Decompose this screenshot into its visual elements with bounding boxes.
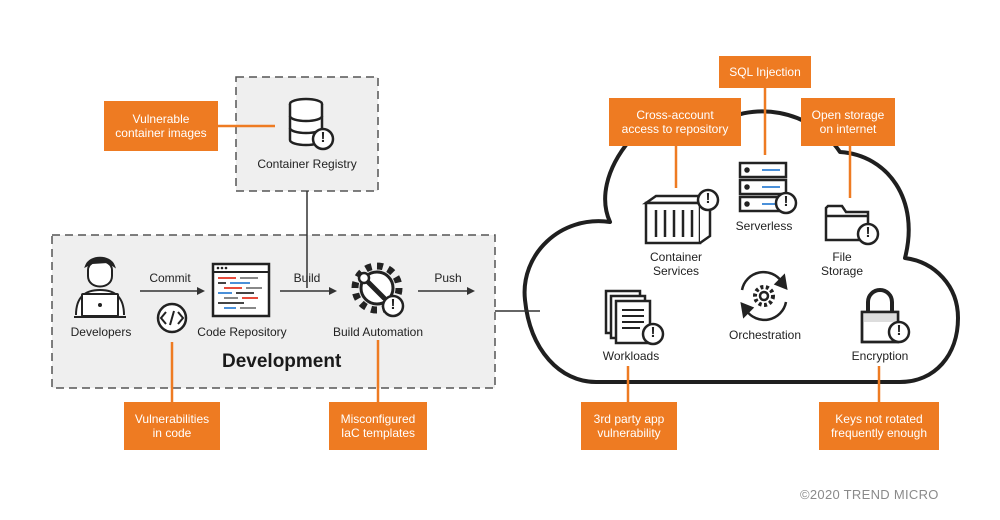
build-automation-label: Build Automation <box>332 325 424 339</box>
commit-label: Commit <box>149 271 191 285</box>
callout-leaders <box>170 88 881 402</box>
warning-mark-workloads: ! <box>650 324 656 341</box>
developers-label: Developers <box>70 325 132 339</box>
push-label: Push <box>434 271 462 285</box>
encryption-label: Encryption <box>851 349 909 363</box>
warning-mark-registry: ! <box>320 129 326 146</box>
callout-vulnerabilities-code: Vulnerabilities in code <box>124 402 220 450</box>
serverless-label: Serverless <box>735 219 793 233</box>
build-label: Build <box>293 271 321 285</box>
development-panel <box>51 234 496 389</box>
padlock-icon <box>860 288 900 344</box>
build-warning-icon <box>381 294 405 318</box>
warning-mark-storage: ! <box>865 224 871 241</box>
callout-vulnerable-images: Vulnerable container images <box>104 101 218 151</box>
copyright-text: ©2020 TREND MICRO <box>800 487 939 502</box>
callout-third-party: 3rd party app vulnerability <box>581 402 677 450</box>
code-brackets-icon <box>156 302 188 334</box>
workloads-warning-icon <box>641 322 665 346</box>
warning-mark-container: ! <box>705 190 711 207</box>
gear-wrench-icon <box>351 262 403 314</box>
commit-arrow <box>140 287 205 295</box>
build-arrow <box>280 287 337 295</box>
code-window-icon <box>211 262 271 318</box>
development-title: Development <box>222 351 342 372</box>
container-warning-icon <box>696 188 720 212</box>
callout-misconfigured-iac: Misconfigured IaC templates <box>329 402 427 450</box>
callout-keys-not-rotated: Keys not rotated frequently enough <box>819 402 939 450</box>
serverless-warning-icon <box>774 191 798 215</box>
warning-mark-serverless: ! <box>783 193 789 210</box>
push-arrow <box>418 287 475 295</box>
orchestration-icon <box>740 270 788 322</box>
callout-cross-account: Cross-account access to repository <box>609 98 741 146</box>
warning-mark-encryption: ! <box>896 322 902 339</box>
container-services-label: Container Services <box>649 250 703 278</box>
registry-warning-icon <box>311 127 335 151</box>
callout-sql-injection: SQL Injection <box>719 56 811 88</box>
server-rack-icon <box>738 161 788 213</box>
storage-warning-icon <box>856 222 880 246</box>
warning-mark-build: ! <box>390 296 396 313</box>
encryption-warning-icon <box>887 320 911 344</box>
code-repository-label: Code Repository <box>197 325 287 339</box>
callout-open-storage: Open storage on internet <box>801 98 895 146</box>
container-registry-label: Container Registry <box>257 157 357 171</box>
file-storage-label: File Storage <box>820 250 864 278</box>
developer-laptop-icon <box>74 256 126 318</box>
workloads-label: Workloads <box>602 349 660 363</box>
orchestration-label: Orchestration <box>728 328 802 342</box>
